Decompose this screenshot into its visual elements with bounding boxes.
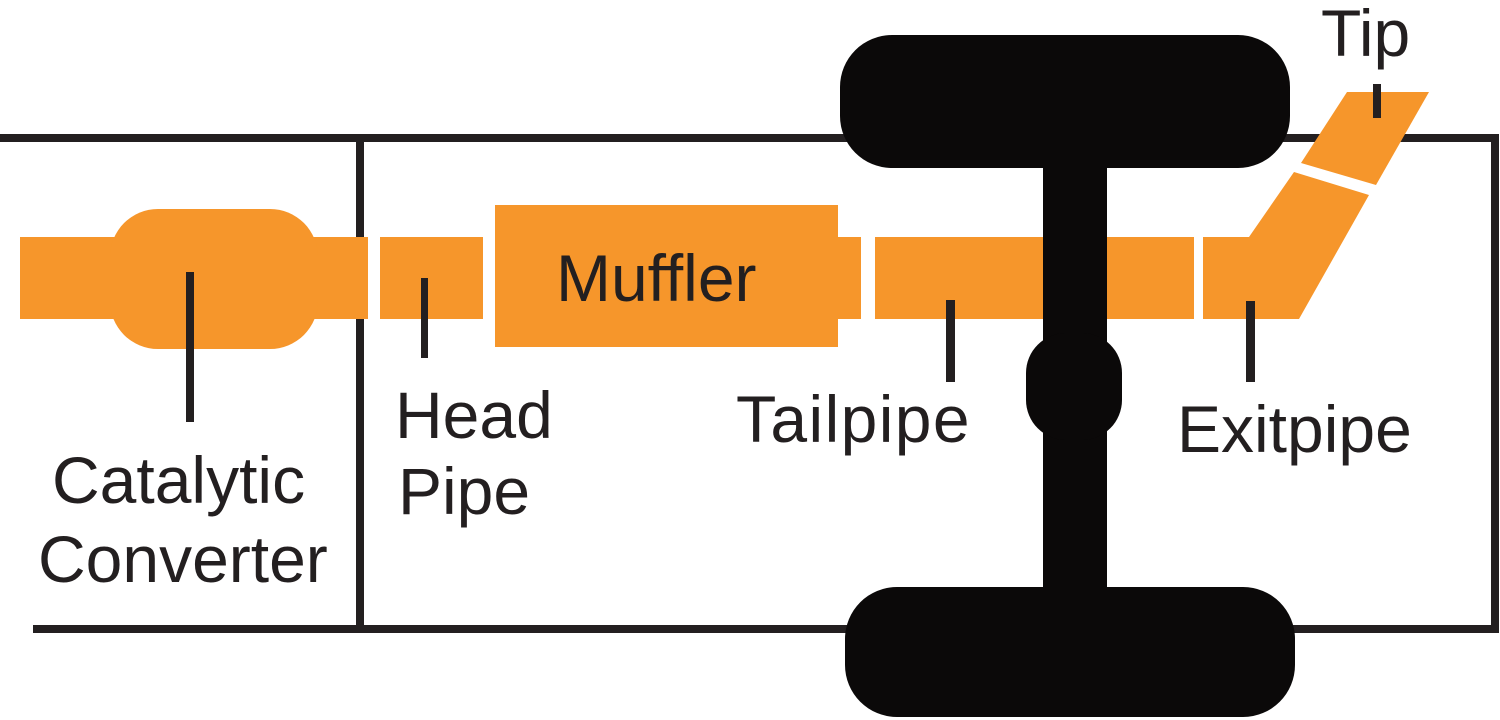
svg-text:Exitpipe: Exitpipe: [1177, 392, 1412, 466]
svg-text:Head: Head: [395, 378, 553, 452]
svg-text:Catalytic: Catalytic: [52, 443, 305, 517]
svg-text:Converter: Converter: [38, 522, 328, 596]
svg-text:Muffler: Muffler: [556, 241, 757, 315]
svg-text:Tailpipe: Tailpipe: [736, 382, 971, 456]
svg-text:Tip: Tip: [1321, 0, 1410, 70]
svg-text:Pipe: Pipe: [398, 454, 530, 528]
